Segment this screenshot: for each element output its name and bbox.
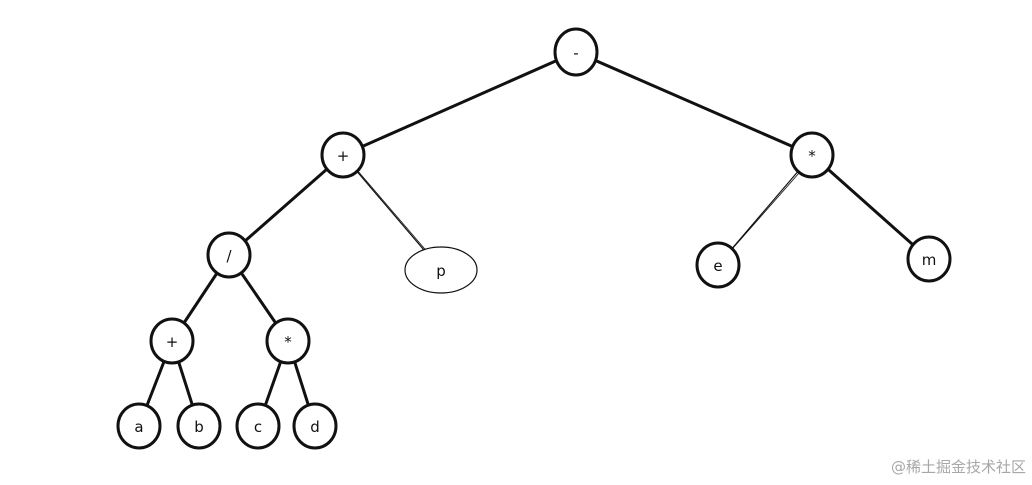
edge-root-plus1 [341, 50, 578, 157]
node-e: e [695, 241, 741, 289]
node-a-circle [116, 402, 162, 450]
edges-layer [137, 50, 931, 428]
node-p-circle [404, 246, 478, 294]
node-mul2: * [265, 317, 311, 365]
node-e-label: e [713, 257, 722, 275]
node-div: / [206, 231, 252, 279]
node-d-label: d [310, 418, 320, 436]
edge-plus1-div [227, 153, 345, 257]
node-root-label: - [573, 44, 578, 62]
node-div-circle [206, 231, 252, 279]
node-m: m [906, 235, 952, 283]
node-root-circle [553, 27, 599, 77]
node-root: - [553, 27, 599, 77]
node-d-circle [292, 402, 338, 450]
node-mul2-circle [265, 317, 311, 365]
node-e-circle [695, 241, 741, 289]
node-c: c [235, 402, 281, 450]
node-plus1-label: + [337, 147, 350, 165]
node-a-label: a [134, 418, 143, 436]
node-p: p [404, 246, 478, 294]
edge-mul1-m [810, 153, 931, 261]
node-plus2: + [149, 317, 195, 365]
node-plus1: + [320, 131, 366, 179]
node-mul1-circle [789, 131, 835, 179]
node-b-label: b [194, 418, 204, 436]
node-mul1-label: * [808, 147, 816, 165]
edge-mul1-e-sketch [718, 155, 815, 265]
node-m-label: m [922, 251, 937, 269]
node-a: a [116, 402, 162, 450]
edge-root-mul1 [574, 50, 814, 157]
node-div-label: / [226, 247, 232, 265]
edge-mul1-e [717, 154, 813, 266]
node-plus1-circle [320, 131, 366, 179]
node-plus2-circle [149, 317, 195, 365]
node-mul2-label: * [284, 333, 292, 351]
node-b-circle [176, 402, 222, 450]
node-m-circle [906, 235, 952, 283]
node-d: d [292, 402, 338, 450]
nodes-layer: - + * / p e m + * a b c d [116, 27, 952, 450]
node-plus2-label: + [166, 333, 179, 351]
node-c-circle [235, 402, 281, 450]
node-p-label: p [436, 262, 446, 280]
node-mul1: * [789, 131, 835, 179]
node-b: b [176, 402, 222, 450]
node-c-label: c [254, 418, 262, 436]
watermark: @稀土掘金技术社区 [890, 458, 1026, 476]
